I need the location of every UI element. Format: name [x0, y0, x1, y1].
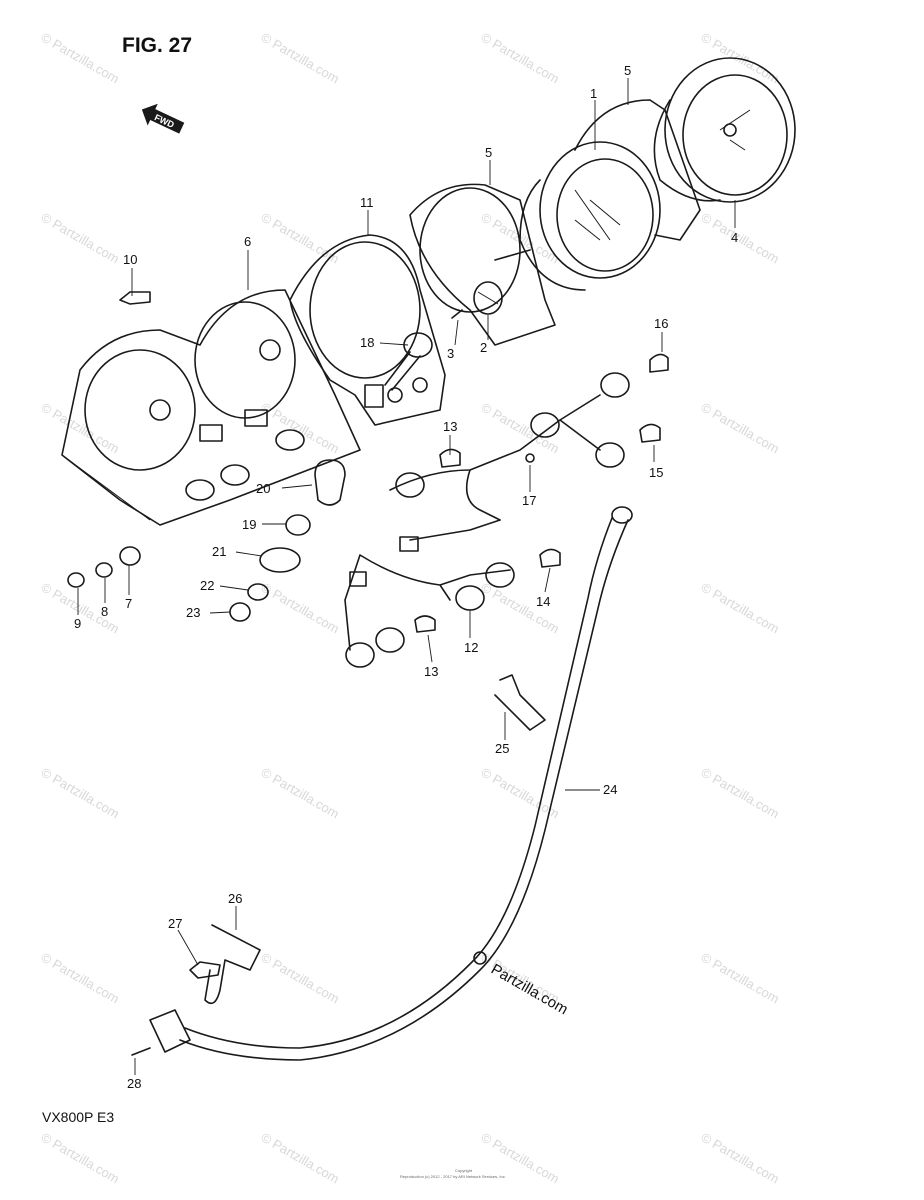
- watermark: © Partzilla.com: [39, 400, 122, 457]
- callout-16: 16: [654, 316, 668, 331]
- callout-5a: 5: [624, 63, 631, 78]
- callout-21: 21: [212, 544, 226, 559]
- callout-3: 3: [447, 346, 454, 361]
- callout-23: 23: [186, 605, 200, 620]
- callout-20: 20: [256, 481, 270, 496]
- callout-4: 4: [731, 230, 738, 245]
- watermark: © Partzilla.com: [39, 210, 122, 267]
- callout-11: 11: [360, 195, 374, 210]
- callout-18: 18: [360, 335, 374, 350]
- speedometer-1: [494, 141, 661, 291]
- watermark: © Partzilla.com: [699, 1130, 782, 1187]
- bulbs: [414, 353, 669, 633]
- speedometer-cable-24: [149, 506, 633, 1061]
- watermark: © Partzilla.com: [259, 400, 342, 457]
- callout-10: 10: [123, 252, 137, 267]
- callout-12: 12: [464, 640, 478, 655]
- watermark: © Partzilla.com: [259, 950, 342, 1007]
- clamp-26: [204, 924, 261, 1005]
- watermark: © Partzilla.com: [39, 30, 122, 87]
- callout-7: 7: [125, 596, 132, 611]
- meter-housing-5-upper: [574, 99, 701, 241]
- meter-housing-5: [409, 183, 556, 346]
- bolt-18: [384, 332, 433, 391]
- watermark: © Partzilla.com: [699, 765, 782, 822]
- forward-arrow-icon: FWD: [141, 103, 185, 134]
- callout-2: 2: [480, 340, 487, 355]
- callout-19: 19: [242, 517, 256, 532]
- watermark: © Partzilla.com: [699, 400, 782, 457]
- callout-15: 15: [649, 465, 663, 480]
- callout-14: 14: [536, 594, 550, 609]
- screw-28: [131, 1047, 151, 1056]
- callout-9: 9: [74, 616, 81, 631]
- tachometer-4: [653, 57, 796, 203]
- callout-13b: 13: [424, 664, 438, 679]
- callout-24: 24: [603, 782, 617, 797]
- callout-22: 22: [200, 578, 214, 593]
- partzilla-watermark: Partzilla.com: [488, 961, 571, 1019]
- screw-3: [451, 309, 463, 319]
- watermark: © Partzilla.com: [259, 1130, 342, 1187]
- watermark-grid: © Partzilla.com © Partzilla.com © Partzi…: [39, 30, 782, 1187]
- callout-8: 8: [101, 604, 108, 619]
- watermark: © Partzilla.com: [479, 30, 562, 87]
- bolt-10: [119, 291, 151, 305]
- callout-27: 27: [168, 916, 182, 931]
- meter-case-6: [61, 289, 361, 526]
- callout-1: 1: [590, 86, 597, 101]
- callout-17: 17: [522, 493, 536, 508]
- clamp-25: [494, 674, 546, 731]
- watermark: © Partzilla.com: [39, 950, 122, 1007]
- bolt-27: [189, 961, 221, 979]
- callout-13a: 13: [443, 419, 457, 434]
- callout-26: 26: [228, 891, 242, 906]
- leader-lines: [77, 78, 736, 1075]
- callout-5b: 5: [485, 145, 492, 160]
- watermark: © Partzilla.com: [259, 765, 342, 822]
- watermark: © Partzilla.com: [39, 1130, 122, 1187]
- figure-title: FIG. 27: [122, 34, 192, 57]
- watermark: © Partzilla.com: [699, 580, 782, 637]
- watermark: © Partzilla.com: [699, 950, 782, 1007]
- callout-28: 28: [127, 1076, 141, 1091]
- model-code: VX800P E3: [42, 1109, 114, 1125]
- callout-6: 6: [244, 234, 251, 249]
- watermark: © Partzilla.com: [39, 765, 122, 822]
- meter-cover-11: [289, 234, 446, 426]
- watermark: © Partzilla.com: [699, 210, 782, 267]
- copyright-line-2: Reproduction (c) 2012 - 2017 by ARI Netw…: [400, 1174, 506, 1179]
- watermark: © Partzilla.com: [259, 30, 342, 87]
- hardware-stack: [67, 459, 346, 622]
- socket-harness-upper: [389, 372, 630, 521]
- callout-25: 25: [495, 741, 509, 756]
- knob-2: [473, 281, 503, 315]
- watermark: © Partzilla.com: [259, 580, 342, 637]
- callout-labels: 1 2 3 4 5 5 6 7 8 9 10 11 12 13 13 14 15…: [74, 63, 738, 1091]
- copyright-line-1: Copyright: [455, 1168, 473, 1173]
